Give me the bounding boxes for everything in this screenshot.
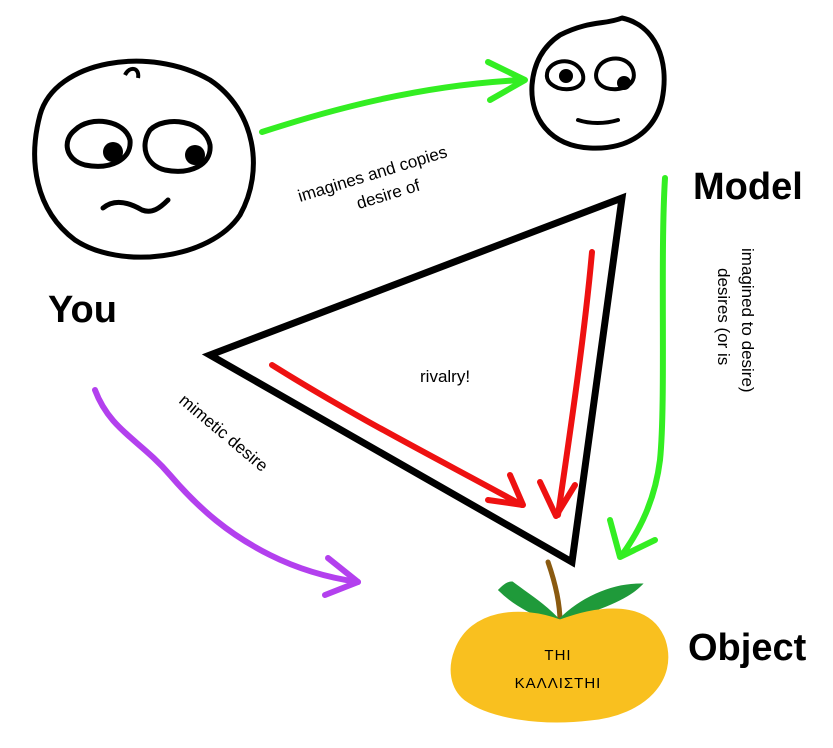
rivalry-arrow-right — [537, 249, 595, 519]
apple-text-line2: ΚΑΛΛΙΣΤΗΙ — [515, 675, 602, 692]
you-face-icon — [32, 58, 256, 260]
desires-arrow — [607, 175, 668, 560]
desires-label-line2: imagined to desire) — [738, 248, 757, 393]
you-label: You — [48, 289, 117, 331]
apple-icon: THI ΚΑΛΛΙΣΤΗΙ — [450, 559, 669, 723]
model-face-icon — [529, 15, 667, 151]
rivalry-triangle — [201, 192, 627, 568]
apple-text-line1: THI — [544, 647, 571, 664]
model-label: Model — [693, 166, 803, 208]
desires-label-line1: desires (or is — [714, 268, 733, 365]
mimetic-desire-label: mimetic desire — [175, 391, 271, 476]
rivalry-arrow-left — [269, 362, 526, 508]
imagines-arrow — [259, 59, 528, 135]
rivalry-label: rivalry! — [420, 367, 470, 386]
mimetic-desire-arrow — [92, 387, 361, 598]
object-label: Object — [688, 627, 807, 669]
